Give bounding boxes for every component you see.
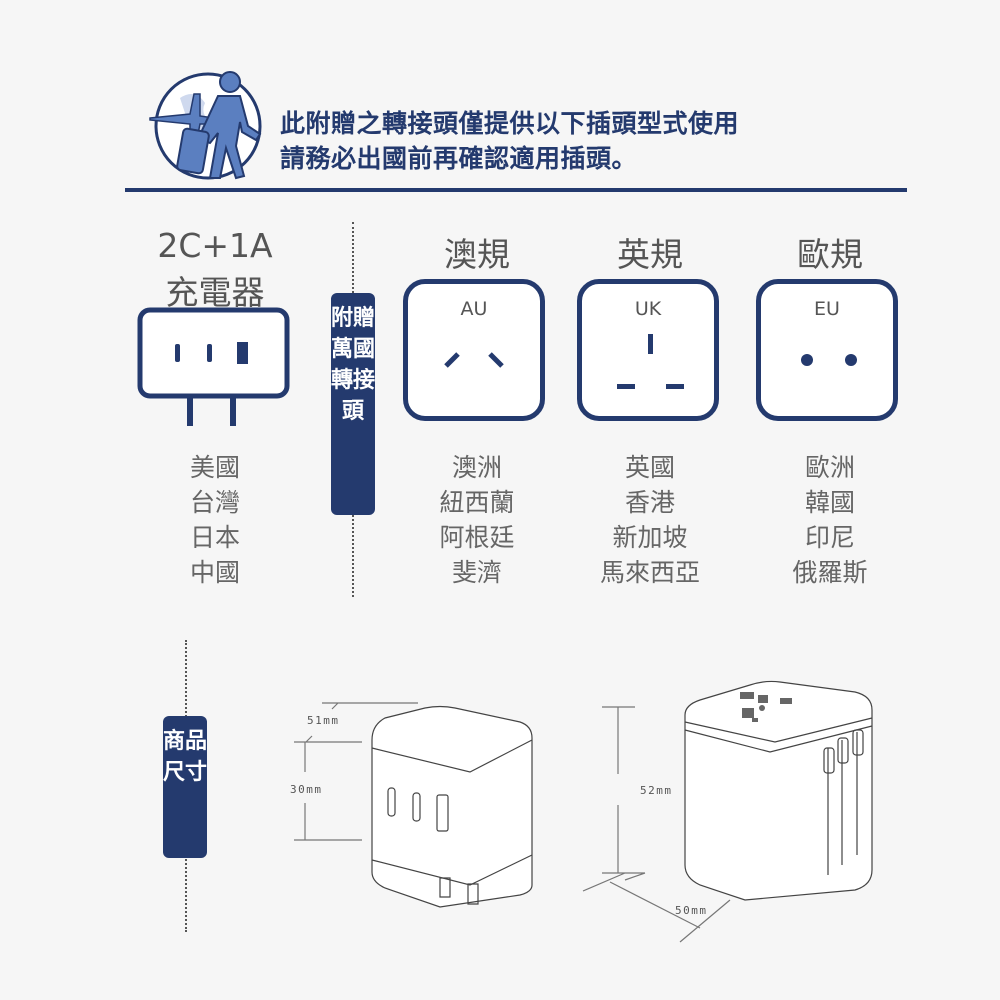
au-countries: 澳洲 紐西蘭 阿根廷 斐濟 [377, 450, 577, 590]
plug-title-au: 澳規 [444, 235, 510, 274]
plug-box-eu: EU [756, 279, 898, 421]
country: 印尼 [804, 523, 855, 552]
country: 馬來西亞 [599, 558, 700, 587]
traveler-globe-icon [149, 71, 262, 180]
country: 新加坡 [612, 523, 688, 552]
au-socket-icon [444, 352, 504, 368]
plug-code: UK [634, 298, 662, 320]
notice-line-1: 此附贈之轉接頭僅提供以下插頭型式使用 [280, 109, 740, 138]
charger-title: 充電器 [165, 273, 265, 312]
country: 台灣 [189, 488, 240, 517]
country: 俄羅斯 [792, 558, 868, 587]
us-plug-charger-icon [137, 307, 290, 426]
country: 韓國 [804, 488, 855, 517]
plug-title-eu: 歐規 [797, 235, 863, 274]
country: 日本 [189, 523, 240, 552]
adapter-badge: 附贈萬國轉接頭 [331, 293, 375, 515]
eu-socket-icon [801, 354, 857, 366]
dim-charger-height: 30mm [290, 783, 323, 796]
plug-title-uk: 英規 [617, 235, 683, 274]
country: 歐洲 [804, 453, 855, 482]
country: 阿根廷 [439, 523, 515, 552]
country: 澳洲 [451, 453, 502, 482]
charger-drawing [294, 702, 533, 908]
plug-code: AU [460, 298, 488, 320]
country: 美國 [189, 453, 240, 482]
notice-line-2: 請務必出國前再確認適用插頭。 [280, 144, 638, 173]
country: 香港 [624, 488, 675, 517]
product-dimension-drawing [294, 680, 873, 943]
plug-code: EU [814, 298, 840, 320]
uk-countries: 英國 香港 新加坡 馬來西亞 [550, 450, 750, 590]
country: 斐濟 [451, 558, 502, 587]
country: 紐西蘭 [439, 488, 515, 517]
country: 英國 [624, 453, 675, 482]
dim-adapter-width: 50mm [675, 904, 708, 917]
country: 中國 [189, 558, 240, 587]
header-divider [125, 188, 907, 192]
uk-socket-icon [617, 334, 684, 389]
dim-adapter-height: 52mm [640, 784, 673, 797]
dim-charger-depth: 51mm [307, 714, 340, 727]
size-badge: 商品尺寸 [163, 716, 207, 858]
plug-box-au: AU [403, 279, 545, 421]
charger-countries: 美國 台灣 日本 中國 [115, 450, 315, 590]
eu-countries: 歐洲 韓國 印尼 俄羅斯 [730, 450, 930, 590]
adapter-drawing [582, 680, 873, 943]
charger-title-spec: 2C+1A [157, 226, 273, 265]
plug-box-uk: UK [577, 279, 719, 421]
